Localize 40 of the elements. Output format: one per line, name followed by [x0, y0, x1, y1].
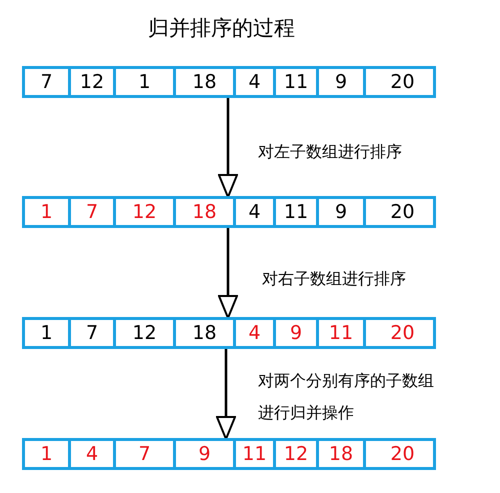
- array-cell: 11: [273, 69, 316, 95]
- array-cell: 12: [68, 69, 113, 95]
- down-arrow: [218, 228, 238, 319]
- array-cell: 11: [273, 199, 316, 225]
- array-cell: 7: [25, 69, 68, 95]
- array-cell: 18: [173, 199, 233, 225]
- array-cell: 18: [173, 69, 233, 95]
- array-box: [22, 66, 436, 98]
- array-box: [22, 196, 436, 228]
- array-cell: 20: [363, 199, 439, 225]
- down-arrow: [216, 349, 236, 440]
- array-cell: 4: [68, 441, 113, 467]
- down-arrow: [218, 98, 238, 198]
- array-cell: 9: [173, 441, 233, 467]
- array-cell: 18: [173, 320, 233, 346]
- array-box: [22, 438, 436, 470]
- array-cell: 11: [316, 320, 363, 346]
- array-cell: 18: [316, 441, 363, 467]
- array-cell: 12: [113, 199, 173, 225]
- array-cell: 4: [233, 199, 273, 225]
- array-cell: 12: [113, 320, 173, 346]
- array-cell: 11: [233, 441, 273, 467]
- array-cell: 4: [233, 320, 273, 346]
- array-cell: 9: [273, 320, 316, 346]
- array-cell: 12: [273, 441, 316, 467]
- array-cell: 9: [316, 199, 363, 225]
- array-cell: 9: [316, 69, 363, 95]
- array-cell: 1: [25, 441, 68, 467]
- array-cell: 1: [25, 199, 68, 225]
- array-cell: 1: [25, 320, 68, 346]
- array-cell: 7: [68, 199, 113, 225]
- array-cell: 20: [363, 69, 439, 95]
- title: 归并排序的过程: [148, 15, 295, 42]
- array-cell: 7: [68, 320, 113, 346]
- array-box: [22, 317, 436, 349]
- array-cell: 20: [363, 441, 439, 467]
- array-cell: 7: [113, 441, 173, 467]
- array-cell: 20: [363, 320, 439, 346]
- array-cell: 4: [233, 69, 273, 95]
- array-cell: 1: [113, 69, 173, 95]
